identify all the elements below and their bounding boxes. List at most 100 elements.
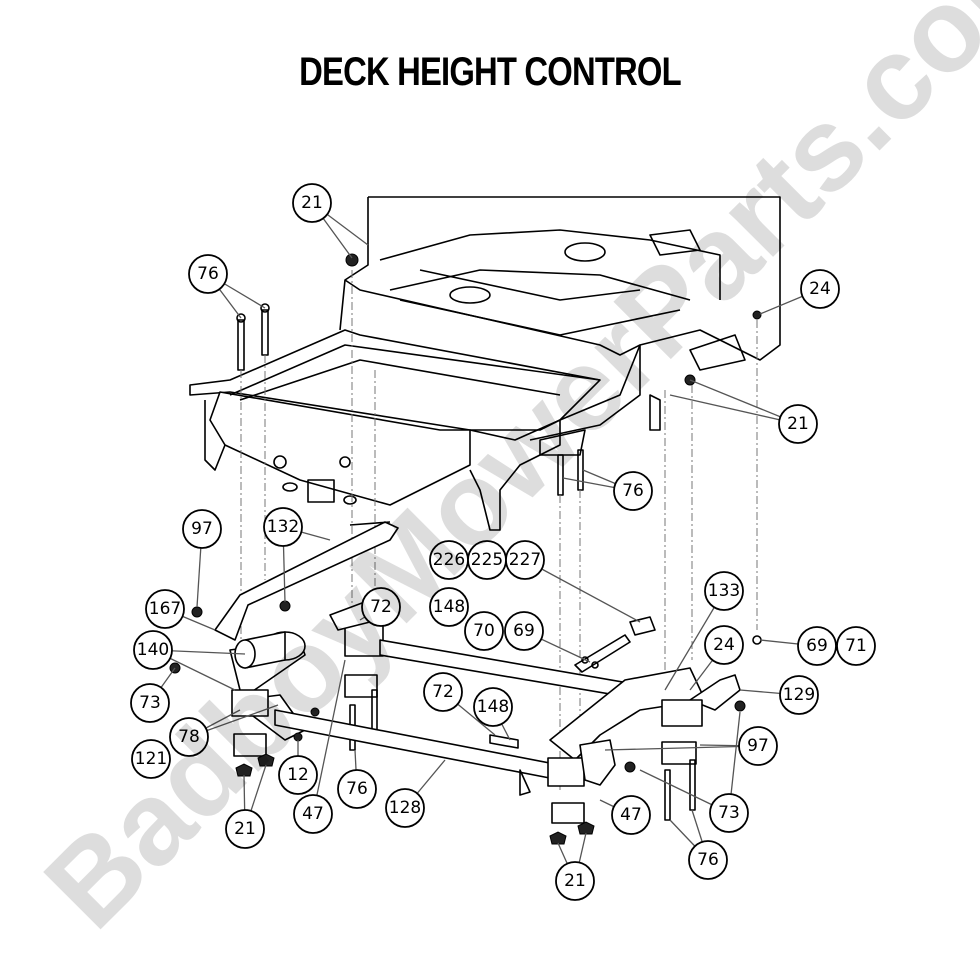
- callout-167: 167: [145, 589, 185, 629]
- callout-129: 129: [779, 675, 819, 715]
- callout-number: 69: [513, 621, 535, 641]
- callout-number: 76: [697, 850, 719, 870]
- callout-number: 72: [432, 682, 454, 702]
- callout-number: 76: [346, 779, 368, 799]
- callout-number: 97: [747, 736, 769, 756]
- callout-21: 21: [555, 861, 595, 901]
- callout-78: 78: [169, 717, 209, 757]
- callout-circle: [688, 840, 728, 880]
- leader-line: [604, 745, 759, 751]
- callout-number: 78: [178, 727, 200, 747]
- callout-24: 24: [800, 269, 840, 309]
- callout-121: 121: [131, 739, 171, 779]
- callout-circle: [130, 683, 170, 723]
- callout-number: 71: [845, 636, 867, 656]
- callout-circle: [797, 626, 837, 666]
- callout-97: 97: [738, 726, 778, 766]
- callout-number: 167: [149, 599, 181, 619]
- callout-circle: [133, 630, 173, 670]
- callout-circle: [225, 809, 265, 849]
- page-title: DECK HEIGHT CONTROL: [299, 50, 681, 94]
- callout-circle: [293, 794, 333, 834]
- callout-circle: [361, 587, 401, 627]
- callout-circle: [778, 404, 818, 444]
- callout-number: 121: [135, 749, 167, 769]
- callout-21: 21: [292, 183, 332, 223]
- callout-circle: [145, 589, 185, 629]
- callout-circle: [473, 687, 513, 727]
- callout-number: 21: [787, 414, 809, 434]
- callout-71: 71: [836, 626, 876, 666]
- leader-line: [312, 659, 346, 815]
- callout-circle: [738, 726, 778, 766]
- callout-number: 226: [433, 550, 465, 570]
- callout-circle: [505, 540, 545, 580]
- callout-73: 73: [130, 683, 170, 723]
- callout-circle: [464, 611, 504, 651]
- callout-number: 76: [622, 481, 644, 501]
- callout-circle: [429, 587, 469, 627]
- callout-circle: [169, 717, 209, 757]
- callout-97: 97: [182, 509, 222, 549]
- callout-circle: [337, 769, 377, 809]
- callout-circle: [704, 625, 744, 665]
- callout-number: 70: [473, 621, 495, 641]
- callout-47: 47: [293, 794, 333, 834]
- callout-circle: [182, 509, 222, 549]
- callout-225: 225: [467, 540, 507, 580]
- callout-number: 225: [471, 550, 503, 570]
- mower-frame: [189, 196, 781, 790]
- callout-circle: [504, 611, 544, 651]
- callout-number: 47: [302, 804, 324, 824]
- callout-number: 21: [234, 819, 256, 839]
- callout-circle: [611, 795, 651, 835]
- callout-number: 73: [718, 803, 740, 823]
- callout-number: 76: [197, 264, 219, 284]
- callout-circle: [188, 254, 228, 294]
- height-linkage: [169, 521, 762, 845]
- callout-number: 47: [620, 805, 642, 825]
- callout-circle: [555, 861, 595, 901]
- callout-circle: [263, 507, 303, 547]
- leader-line: [669, 394, 799, 425]
- callout-circle: [836, 626, 876, 666]
- callout-circle: [704, 571, 744, 611]
- callout-number: 72: [370, 597, 392, 617]
- callout-number: 21: [301, 193, 323, 213]
- callout-number: 21: [564, 871, 586, 891]
- callout-number: 132: [267, 517, 299, 537]
- callout-circle: [385, 788, 425, 828]
- callout-76: 76: [188, 254, 228, 294]
- watermark: BadboyMowerParts.com: [20, 0, 980, 953]
- callout-number: 12: [287, 765, 309, 785]
- callout-140: 140: [133, 630, 173, 670]
- callout-circle: [278, 755, 318, 795]
- callout-circle: [292, 183, 332, 223]
- callout-circle: [423, 672, 463, 712]
- callout-number: 97: [191, 519, 213, 539]
- callout-72: 72: [361, 587, 401, 627]
- callout-number: 140: [137, 640, 169, 660]
- callout-circle: [613, 471, 653, 511]
- callout-circle: [800, 269, 840, 309]
- callout-number: 129: [783, 685, 815, 705]
- callout-number: 227: [509, 550, 541, 570]
- callout-72: 72: [423, 672, 463, 712]
- callout-226: 226: [429, 540, 469, 580]
- callout-227: 227: [505, 540, 545, 580]
- callout-73: 73: [709, 793, 749, 833]
- callout-number: 128: [389, 798, 421, 818]
- callout-circle: [779, 675, 819, 715]
- callout-number: 148: [477, 697, 509, 717]
- callout-21: 21: [225, 809, 265, 849]
- callout-circle: [709, 793, 749, 833]
- leader-line: [524, 559, 641, 623]
- callout-12: 12: [278, 755, 318, 795]
- callout-number: 69: [806, 636, 828, 656]
- callout-132: 132: [263, 507, 303, 547]
- callout-76: 76: [337, 769, 377, 809]
- callout-70: 70: [464, 611, 504, 651]
- callout-148: 148: [473, 687, 513, 727]
- callout-number: 24: [809, 279, 831, 299]
